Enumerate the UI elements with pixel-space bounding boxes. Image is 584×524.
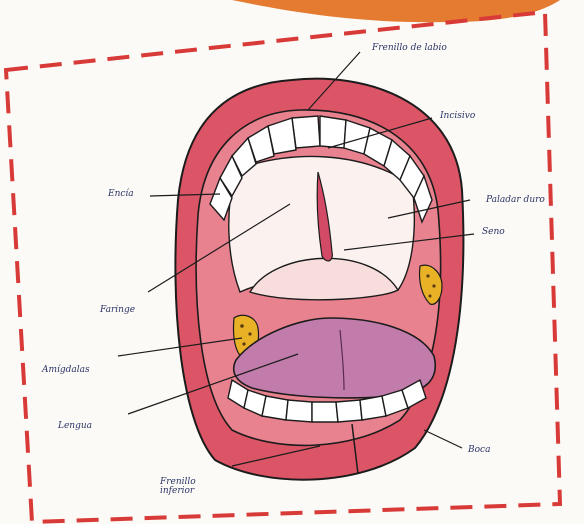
label-frenillo-inferior: Frenillo inferior — [160, 478, 196, 497]
label-lengua: Lengua — [58, 422, 92, 431]
label-faringe: Faringe — [100, 306, 135, 315]
label-seno: Seno — [482, 228, 505, 237]
label-encia: Encía — [108, 190, 134, 199]
orange-brush-stroke — [232, 0, 560, 22]
label-paladar-duro: Paladar duro — [486, 196, 545, 205]
label-boca: Boca — [468, 446, 490, 455]
label-incisivo: Incisivo — [440, 112, 475, 121]
label-amigdalas: Amígdalas — [42, 366, 90, 375]
label-frenillo-inferior-line2: inferior — [160, 486, 194, 496]
label-frenillo-labio: Frenillo de labio — [372, 44, 447, 53]
